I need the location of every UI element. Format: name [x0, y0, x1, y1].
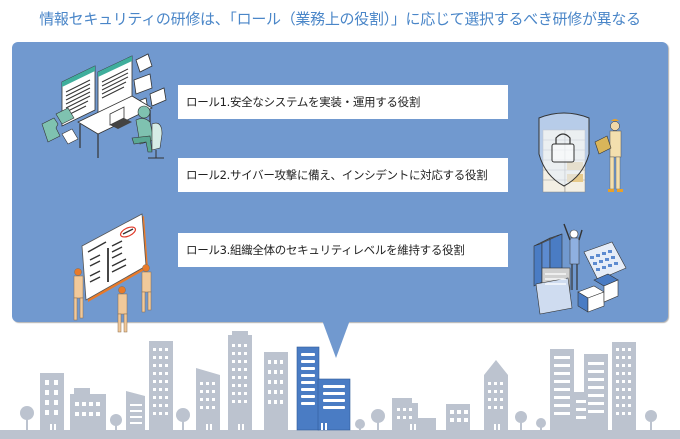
role-1-box: ロール1.安全なシステムを実装・運用する役割 — [178, 85, 508, 119]
role-2-box: ロール2.サイバー攻撃に備え、インシデントに対応する役割 — [178, 158, 508, 192]
developer-at-desk-icon — [40, 52, 170, 162]
team-presenting-board-icon — [66, 210, 166, 335]
page-title: 情報セキュリティの研修は、「ロール（業務上の役割）」に応じて選択するべき研修が異… — [39, 10, 641, 28]
documents-calculator-icon — [528, 222, 628, 317]
city-skyline — [0, 320, 680, 439]
role-3-box: ロール3.組織全体のセキュリティレベルを維持する役割 — [178, 233, 508, 267]
speech-bubble-tail — [322, 320, 350, 358]
highlighted-building — [296, 346, 351, 431]
server-shield-lock-icon — [535, 110, 635, 195]
